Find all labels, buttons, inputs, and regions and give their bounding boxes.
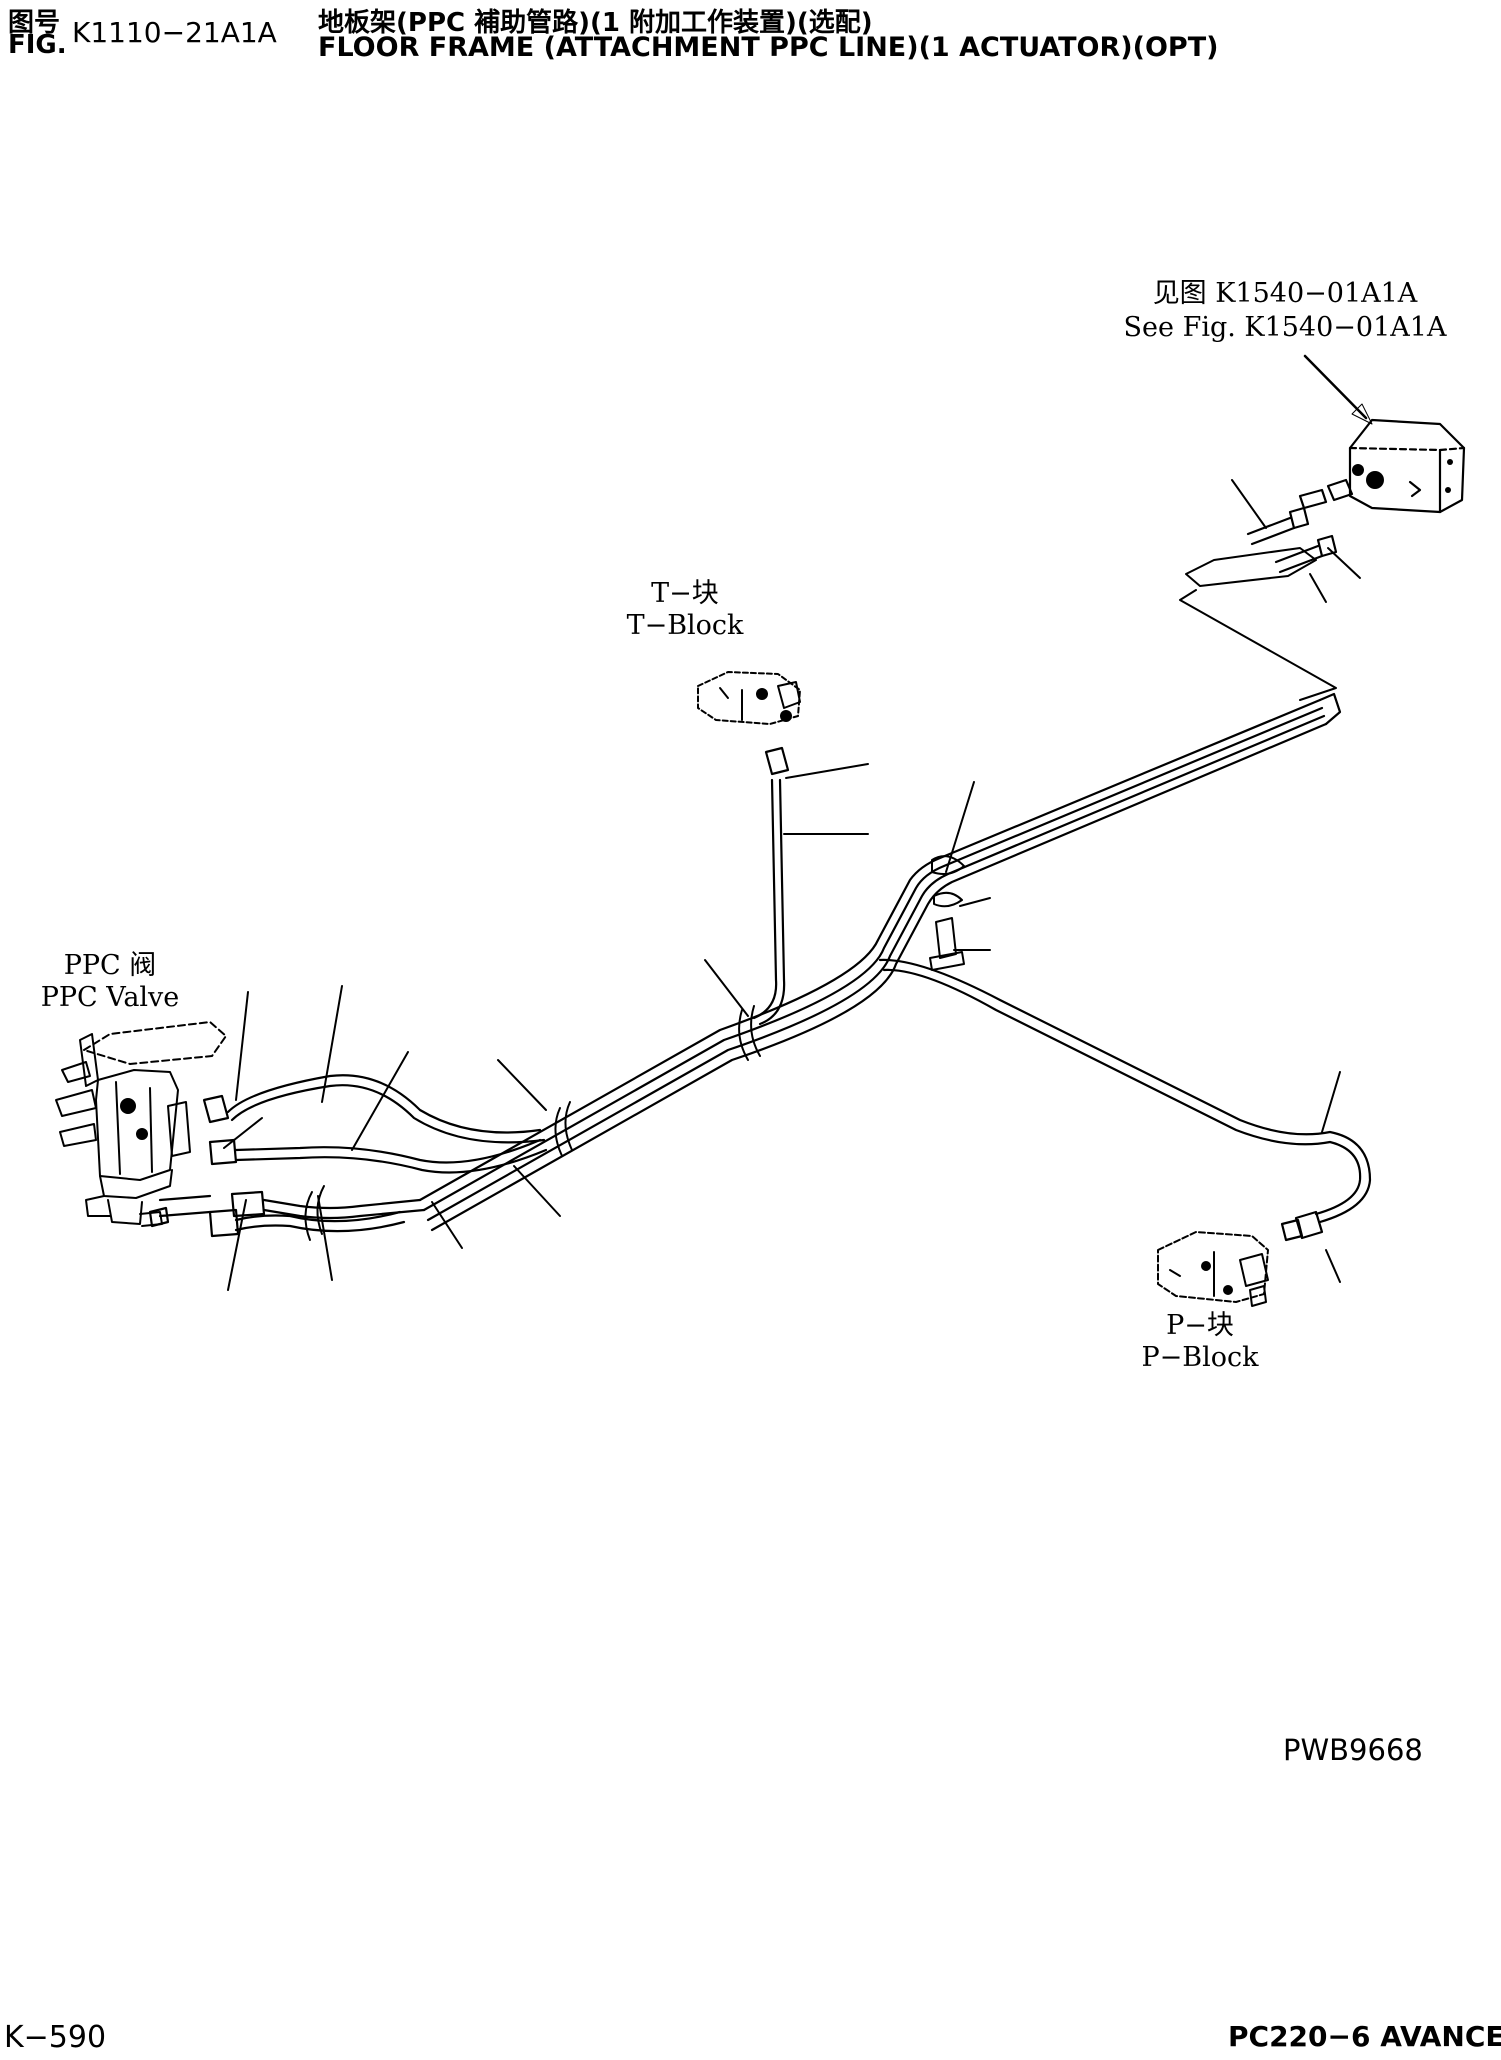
drawing-code: PWB9668 (1283, 1733, 1423, 1767)
reference-arrow (1303, 354, 1373, 425)
valve-block-top-right (1298, 418, 1466, 514)
banjo-bolt (929, 917, 965, 971)
see-fig-label-cn: 见图 K1540−01A1A (1152, 278, 1418, 309)
see-fig-label-en: See Fig. K1540−01A1A (1123, 312, 1447, 343)
hose-clamps (304, 855, 965, 1241)
t-block-hose (752, 746, 790, 1026)
p-block-label-cn: P−块 (1166, 1310, 1234, 1341)
p-block-hose (878, 958, 1372, 1242)
t-block (697, 671, 801, 725)
t-block-label-cn: T−块 (651, 578, 719, 609)
ppc-valve-label-en: PPC Valve (40, 982, 180, 1013)
main-hose-bundle (418, 692, 1342, 1232)
p-block-label-en: P−Block (1141, 1342, 1259, 1373)
ppc-valve-hoses (148, 1074, 548, 1238)
mounting-bolts (1246, 506, 1338, 574)
figure-number: K1110−21A1A (72, 16, 277, 49)
ppc-valve-label-cn: PPC 阀 (63, 950, 157, 981)
title-cn: 地板架(PPC 補助管路)(1 附加工作装置)(选配) (318, 8, 873, 38)
machine-model: PC220−6 AVANCE (1228, 2020, 1501, 2053)
leader-lines (223, 479, 1361, 1291)
p-block (1157, 1231, 1269, 1307)
ppc-valve (55, 1021, 227, 1227)
title-en: FLOOR FRAME (ATTACHMENT PPC LINE)(1 ACTU… (318, 32, 1219, 63)
bracket-plate (1179, 547, 1337, 701)
t-block-label-en: T−Block (626, 610, 744, 641)
fig-label-cn: 图号 (8, 8, 61, 38)
page-number: K−590 (4, 2020, 107, 2055)
fig-label-en: FIG. (8, 30, 67, 60)
